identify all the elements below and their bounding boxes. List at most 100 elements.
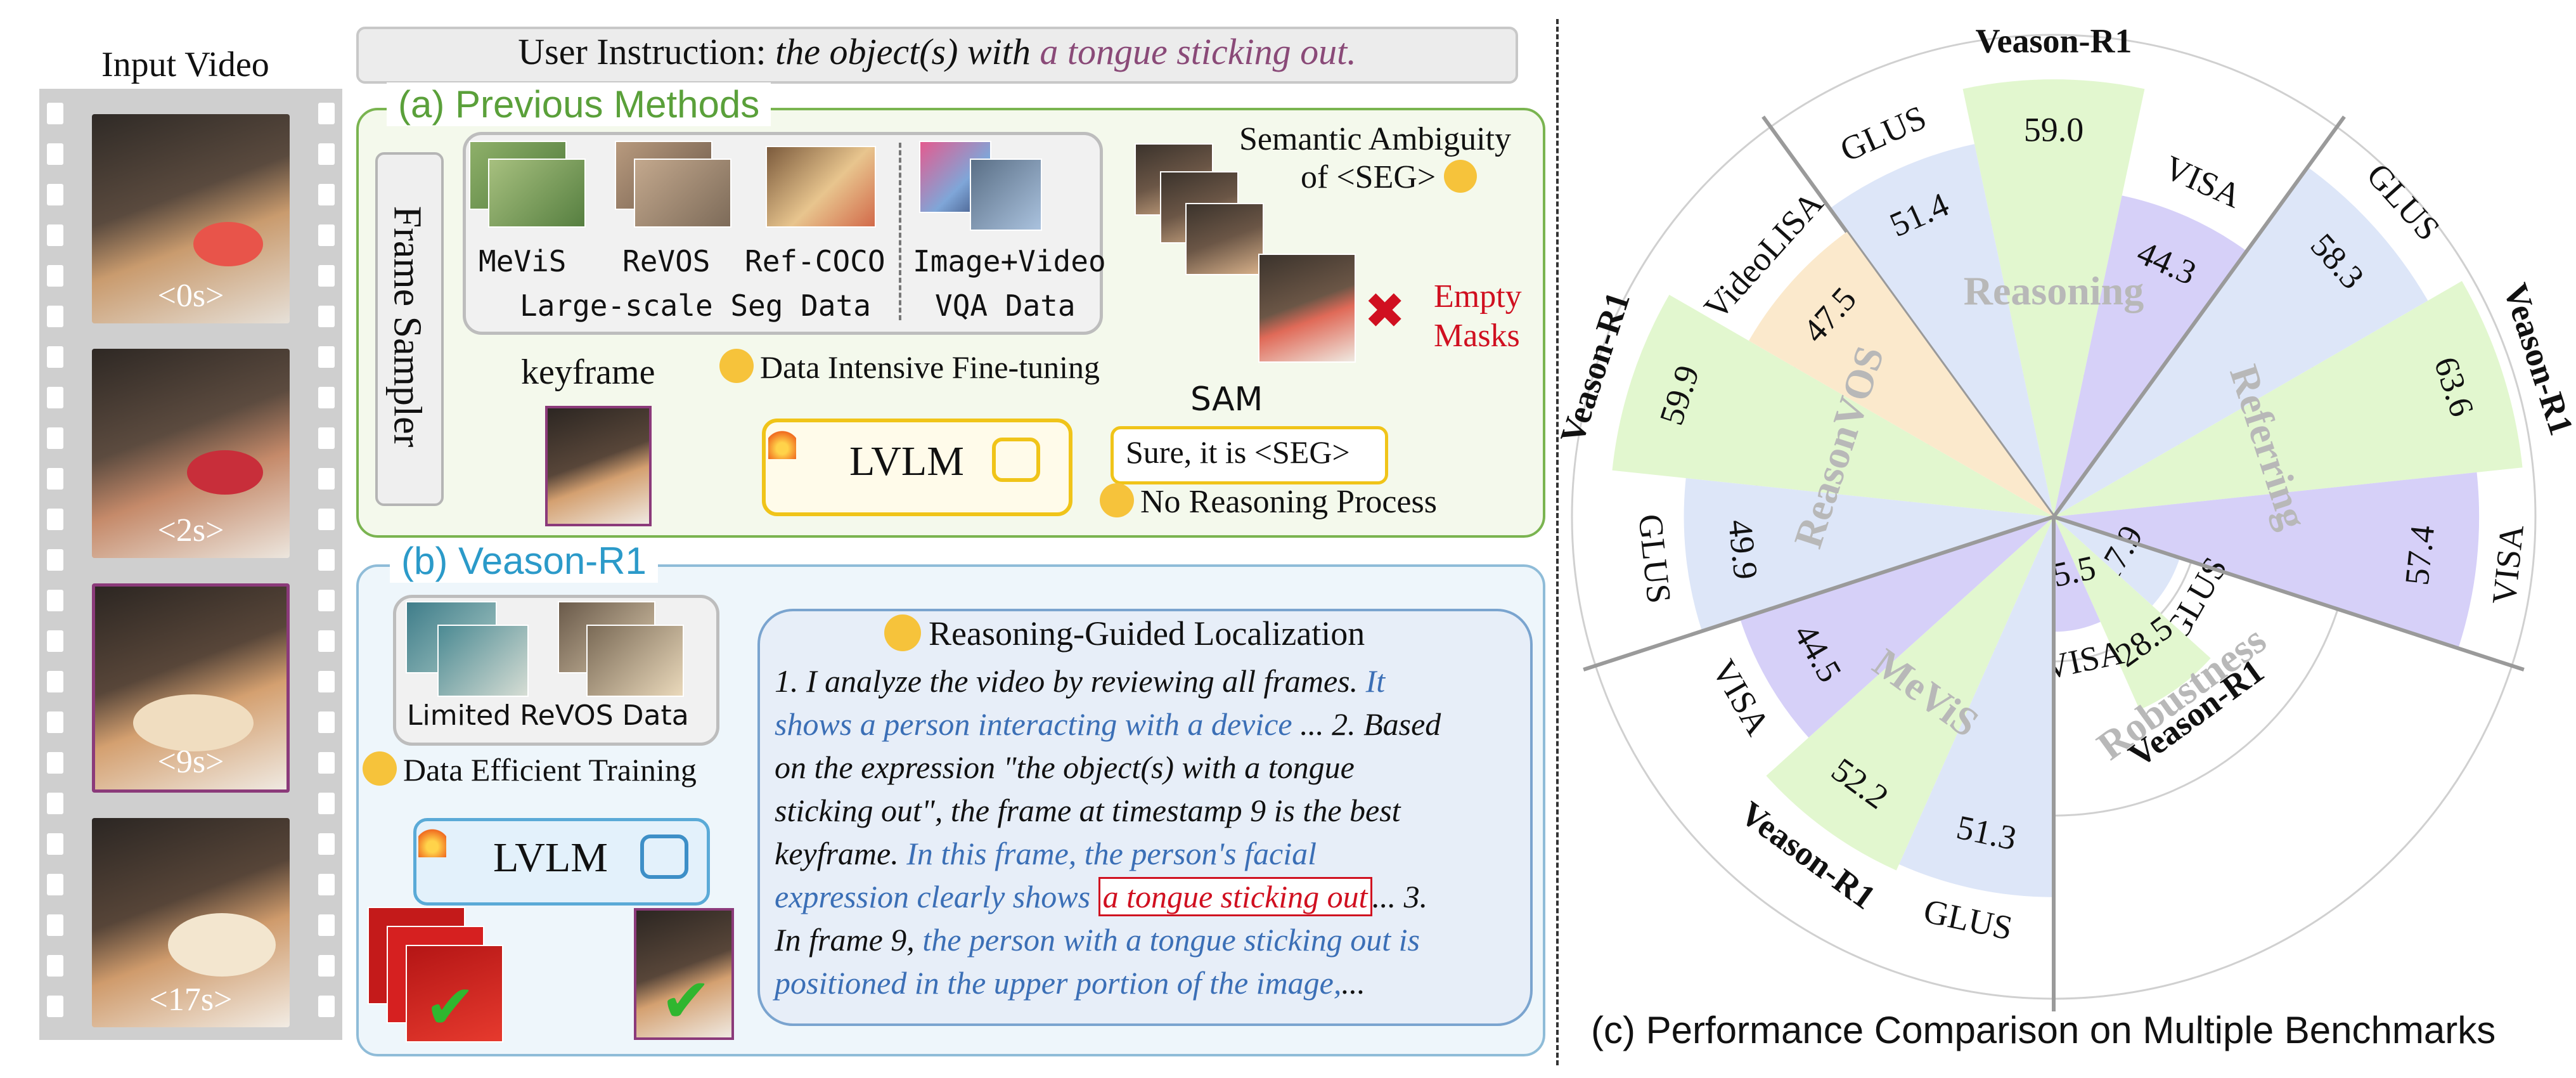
- panel-c-caption: (c) Performance Comparison on Multiple B…: [1591, 1009, 2496, 1051]
- film-hole: [318, 103, 335, 124]
- film-hole: [47, 590, 63, 611]
- video-frame: <2s>: [92, 349, 290, 558]
- film-hole: [318, 590, 335, 611]
- dataset-label-revos: ReVOS: [622, 244, 711, 278]
- answer-bubble: [1111, 426, 1388, 484]
- instruction-box: [356, 27, 1518, 84]
- film-hole: [47, 184, 63, 205]
- film-hole: [47, 752, 63, 774]
- dataset-label-refcoco: Ref-COCO: [745, 244, 886, 278]
- reasoning-bubble: [757, 609, 1533, 1026]
- reasoning-segment: In this frame, the person's facial: [906, 836, 1317, 871]
- training-label: Data Efficient Training: [363, 751, 697, 788]
- film-hole: [318, 387, 335, 408]
- chart-bar-referring-veason-r1: [2054, 281, 2523, 517]
- frame-sampler-label: Frame Sampler: [385, 205, 429, 448]
- reasoning-line: 1. I analyze the video by reviewing all …: [775, 659, 1441, 703]
- film-hole: [318, 874, 335, 895]
- chart-series-label: Veason-R1: [1975, 22, 2132, 60]
- film-hole: [318, 914, 335, 936]
- chart-bar-mevis-veason-r1: [1766, 517, 2054, 871]
- reasoning-segment: ... 2. Based: [1292, 706, 1441, 742]
- chart-bar-mevis-glus: [1899, 517, 2054, 897]
- empty-masks-line2: Masks: [1434, 318, 1520, 354]
- film-hole: [47, 143, 63, 165]
- veason-keyframe-thumbnail: [634, 908, 734, 1040]
- film-hole: [47, 833, 63, 855]
- sam-label: SAM: [1190, 380, 1263, 419]
- frame-timestamp: <2s>: [157, 512, 224, 549]
- robot-icon: [640, 834, 688, 879]
- no-reasoning-text: No Reasoning Process: [1140, 484, 1437, 520]
- reasoning-segment: ...: [1341, 965, 1365, 1001]
- frame-timestamp: <17s>: [149, 982, 233, 1018]
- film-hole: [318, 509, 335, 530]
- film-hole: [47, 509, 63, 530]
- film-hole: [47, 874, 63, 895]
- film-hole: [318, 143, 335, 165]
- empty-masks-line1: Empty: [1434, 278, 1522, 315]
- reasoning-line: positioned in the upper portion of the i…: [775, 961, 1441, 1004]
- film-hole: [47, 387, 63, 408]
- bubble-title-text: Reasoning-Guided Localization: [929, 614, 1365, 653]
- keyframe-thumbnail: [545, 406, 652, 526]
- revos-data-label: Limited ReVOS Data: [407, 699, 689, 732]
- lvlm-box-a: [762, 419, 1072, 516]
- chart-bar-robustness-visa: [2054, 517, 2101, 632]
- chart-series-label: GLUS: [1631, 512, 1678, 606]
- lvlm-label-a: LVLM: [849, 438, 964, 484]
- chart-bar-reasoning-visa: [2054, 195, 2247, 517]
- film-hole: [318, 184, 335, 205]
- film-hole: [318, 468, 335, 490]
- mask-stack: [1185, 203, 1264, 275]
- ambiguity-line1: Semantic Ambiguity: [1239, 121, 1511, 157]
- video-frame: <0s>: [92, 114, 290, 323]
- film-hole: [318, 833, 335, 855]
- no-reasoning-label: No Reasoning Process: [1100, 483, 1437, 521]
- frame-timestamp: <9s>: [157, 744, 224, 780]
- chart-bar-referring-glus: [2054, 167, 2428, 517]
- film-hole: [318, 711, 335, 733]
- chart-series-label: VISA: [2485, 523, 2531, 607]
- refcoco-thumbnail: [766, 146, 876, 228]
- fire-icon: [768, 424, 796, 459]
- film-hole: [47, 549, 63, 571]
- instruction-text: User Instruction: the object(s) with a t…: [356, 30, 1518, 73]
- film-hole: [318, 955, 335, 977]
- reasoning-segment: keyframe.: [775, 836, 907, 871]
- reasoning-line: on the expression "the object(s) with a …: [775, 746, 1441, 789]
- chart-bar-reasoning-veason-r1: [1962, 79, 2145, 517]
- chart-value-label: 49.9: [1721, 517, 1765, 581]
- revos-thumbnail: [437, 625, 529, 697]
- reasoning-segment: 1. I analyze the video by reviewing all …: [775, 663, 1366, 699]
- chart-value-label: 57.4: [2398, 524, 2442, 587]
- reasoning-segment: on the expression "the object(s) with a …: [775, 750, 1355, 785]
- reasoning-line: expression clearly shows a tongue sticki…: [775, 875, 1441, 918]
- input-video-title: Input Video: [101, 45, 269, 84]
- fire-icon: [418, 822, 446, 857]
- chart-value-label: 59.0: [2024, 111, 2084, 149]
- revos-thumbnail: [586, 625, 684, 697]
- mevis-thumbnail: [488, 159, 586, 228]
- lvlm-label-b: LVLM: [493, 834, 608, 881]
- chart-bar-reasonvos-veason-r1: [1612, 294, 2054, 517]
- film-hole: [47, 103, 63, 124]
- film-hole: [47, 671, 63, 692]
- highlighted-phrase: a tongue sticking out: [1098, 877, 1372, 916]
- dataset-label-mevis: MeViS: [479, 244, 567, 278]
- chart-bar-reasonvos-videolisa: [1749, 231, 2054, 517]
- film-hole: [47, 955, 63, 977]
- frame-timestamp: <0s>: [157, 278, 224, 314]
- video-frame: <9s>: [92, 583, 290, 793]
- revos-thumbnail: [634, 159, 731, 228]
- film-hole: [47, 996, 63, 1017]
- chart-bar-reasonvos-glus: [1684, 478, 2054, 632]
- reasoning-segment: In frame 9,: [775, 922, 923, 958]
- keyframe-label: keyframe: [521, 353, 655, 392]
- film-hole: [318, 224, 335, 246]
- film-hole: [47, 793, 63, 814]
- panel-b-title: (b) Veason-R1: [390, 539, 658, 583]
- film-hole: [318, 752, 335, 774]
- film-hole: [47, 468, 63, 490]
- crying-emoji-icon: [1444, 160, 1478, 193]
